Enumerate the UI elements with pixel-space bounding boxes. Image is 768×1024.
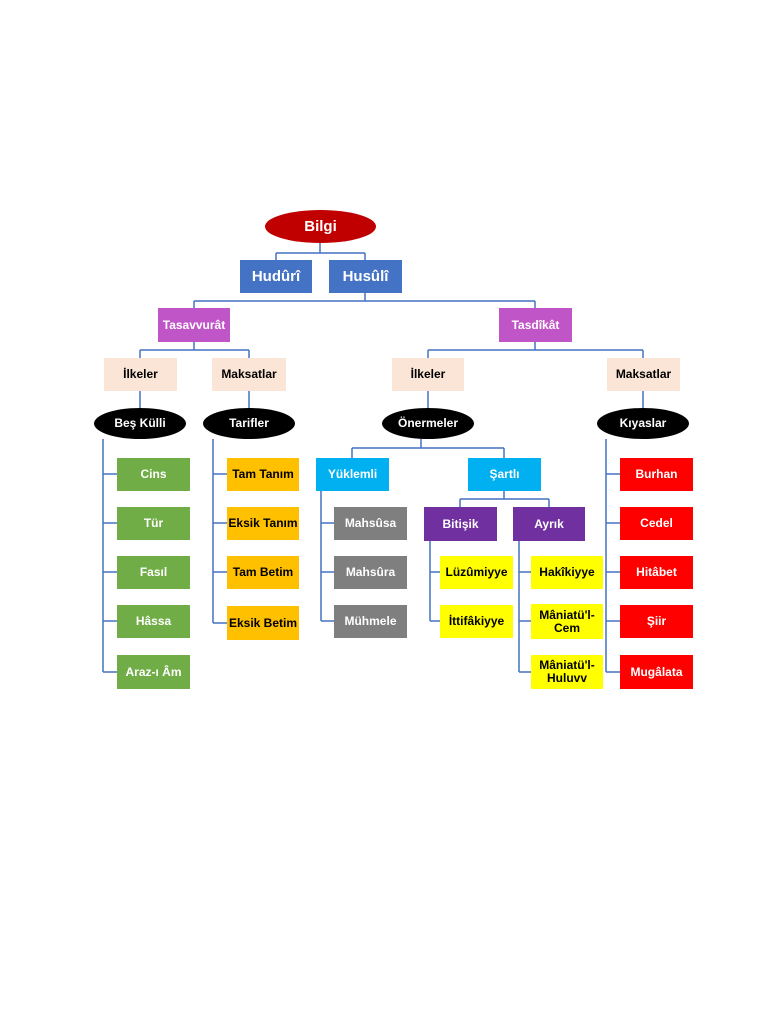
node-yuklemli: Yüklemli (316, 458, 389, 491)
node-maniatul-cem: Mâniatü'l-Cem (531, 604, 603, 639)
node-bitisik: Bitişik (424, 507, 497, 541)
node-tasavvurat-maksatlar: Maksatlar (212, 358, 286, 391)
node-eksik-tanim: Eksik Tanım (227, 507, 299, 540)
node-ayrik: Ayrık (513, 507, 585, 541)
node-onermeler: Önermeler (382, 408, 474, 439)
node-muhmele: Mühmele (334, 605, 407, 638)
node-tasdikat-ilkeler: İlkeler (392, 358, 464, 391)
node-tasavvurat-ilkeler: İlkeler (104, 358, 177, 391)
node-cins: Cins (117, 458, 190, 491)
node-hakikiyye: Hakîkiyye (531, 556, 603, 589)
node-kiyaslar: Kıyaslar (597, 408, 689, 439)
node-cedel: Cedel (620, 507, 693, 540)
node-eksik-betim: Eksik Betim (227, 606, 299, 640)
node-tur: Tür (117, 507, 190, 540)
node-araz-i-am: Araz-ı Âm (117, 655, 190, 689)
node-burhan: Burhan (620, 458, 693, 491)
node-tam-tanim: Tam Tanım (227, 458, 299, 491)
node-tam-betim: Tam Betim (227, 556, 299, 589)
node-mahsusa: Mahsûsa (334, 507, 407, 540)
node-mugalata: Mugâlata (620, 655, 693, 689)
node-luzumiyye: Lüzûmiyye (440, 556, 513, 589)
node-ittifakiyye: İttifâkiyye (440, 605, 513, 638)
node-tasdikat: Tasdîkât (499, 308, 572, 342)
node-husuli: Husûlî (329, 260, 402, 293)
node-mahsura: Mahsûra (334, 556, 407, 589)
node-bes-kulli: Beş Külli (94, 408, 186, 439)
node-hitabet: Hitâbet (620, 556, 693, 589)
node-hassa: Hâssa (117, 605, 190, 638)
node-huduri: Hudûrî (240, 260, 312, 293)
node-siir: Şiir (620, 605, 693, 638)
node-sartli: Şartlı (468, 458, 541, 491)
node-maniatul-huluvv: Mâniatü'l-Huluvv (531, 655, 603, 689)
node-fasil: Fasıl (117, 556, 190, 589)
node-tasdikat-maksatlar: Maksatlar (607, 358, 680, 391)
node-tasavvurat: Tasavvurât (158, 308, 230, 342)
root-node-bilgi: Bilgi (265, 210, 376, 243)
node-tarifler: Tarifler (203, 408, 295, 439)
